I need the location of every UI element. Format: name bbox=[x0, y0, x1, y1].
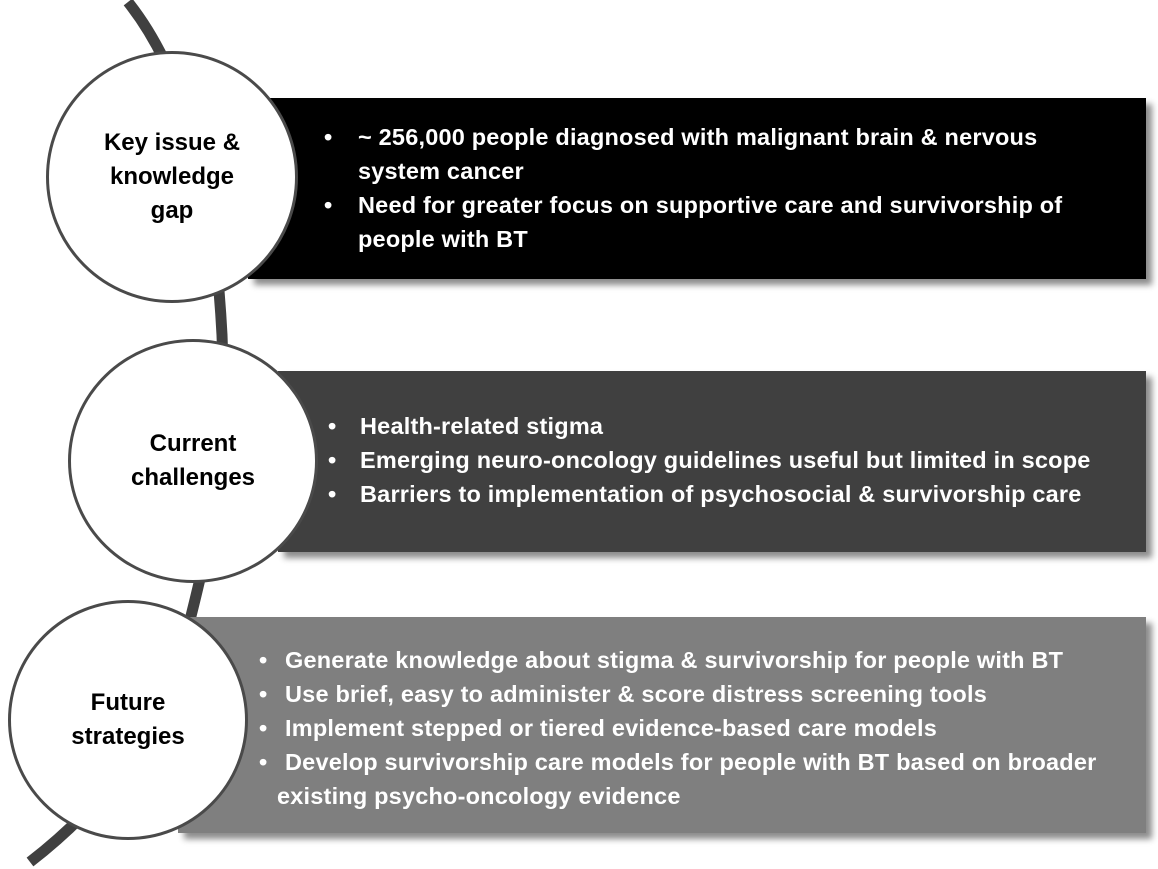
stage-2-bullet-2-text: Emerging neuro-oncology guidelines usefu… bbox=[360, 447, 1091, 473]
stage-3-panel: Generate knowledge about stigma & surviv… bbox=[178, 617, 1146, 833]
stage-3-bullet-list: Generate knowledge about stigma & surviv… bbox=[259, 643, 1096, 813]
stage-1-bullet-1-text: ~ 256,000 people diagnosed with malignan… bbox=[358, 124, 1038, 184]
stage-3-circle: Future strategies bbox=[8, 600, 248, 840]
stage-3-bullet-3: Implement stepped or tiered evidence-bas… bbox=[259, 711, 1096, 745]
stage-3-bullet-1-text: Generate knowledge about stigma & surviv… bbox=[285, 647, 1064, 673]
stage-2-bullet-1: Health-related stigma bbox=[328, 409, 1091, 443]
stage-3-bullet-3-text: Implement stepped or tiered evidence-bas… bbox=[285, 715, 938, 741]
stage-1-panel: ~ 256,000 people diagnosed with malignan… bbox=[248, 98, 1146, 279]
stage-3-bullet-1: Generate knowledge about stigma & surviv… bbox=[259, 643, 1096, 677]
stage-3-bullet-2: Use brief, easy to administer & score di… bbox=[259, 677, 1096, 711]
stage-1-circle: Key issue & knowledge gap bbox=[46, 51, 298, 303]
stage-1-bullet-1: ~ 256,000 people diagnosed with malignan… bbox=[324, 120, 1062, 188]
stage-2-circle: Current challenges bbox=[68, 339, 318, 583]
stage-1-bullet-list: ~ 256,000 people diagnosed with malignan… bbox=[324, 120, 1063, 256]
stage-3-bullet-4: Develop survivorship care models for peo… bbox=[259, 745, 1096, 813]
stage-1-bullet-2-text: Need for greater focus on supportive car… bbox=[358, 192, 1063, 252]
stage-1-label: Key issue & knowledge gap bbox=[103, 129, 241, 224]
stage-1-bullet-2: Need for greater focus on supportive car… bbox=[324, 188, 1063, 256]
stage-2-bullet-3-text: Barriers to implementation of psychosoci… bbox=[360, 481, 1082, 507]
stage-2-label: Current challenges bbox=[130, 430, 256, 491]
stage-3-bullet-2-text: Use brief, easy to administer & score di… bbox=[285, 681, 987, 707]
stage-2-bullet-list: Health-related stigma Emerging neuro-onc… bbox=[328, 409, 1091, 511]
stage-2-bullet-2: Emerging neuro-oncology guidelines usefu… bbox=[328, 443, 1091, 477]
stage-2-bullet-1-text: Health-related stigma bbox=[360, 413, 604, 439]
stage-2-panel: Health-related stigma Emerging neuro-onc… bbox=[278, 371, 1146, 552]
stage-2-bullet-3: Barriers to implementation of psychosoci… bbox=[328, 477, 1091, 511]
stage-3-label: Future strategies bbox=[71, 689, 185, 750]
stage-3-bullet-4-text: Develop survivorship care models for peo… bbox=[277, 749, 1097, 809]
